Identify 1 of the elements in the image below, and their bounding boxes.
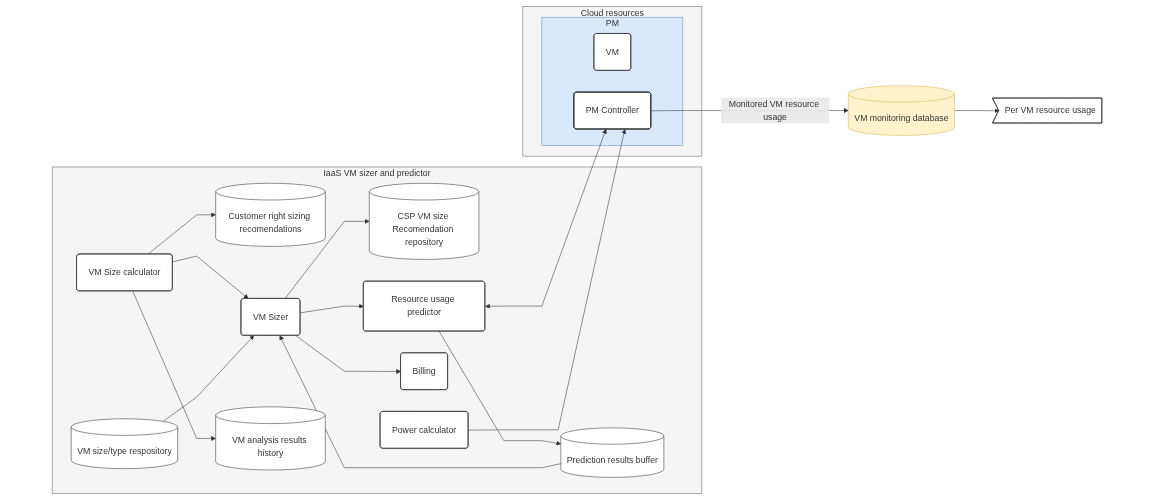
edge-label: Monitored VM resource usage [728, 99, 820, 122]
